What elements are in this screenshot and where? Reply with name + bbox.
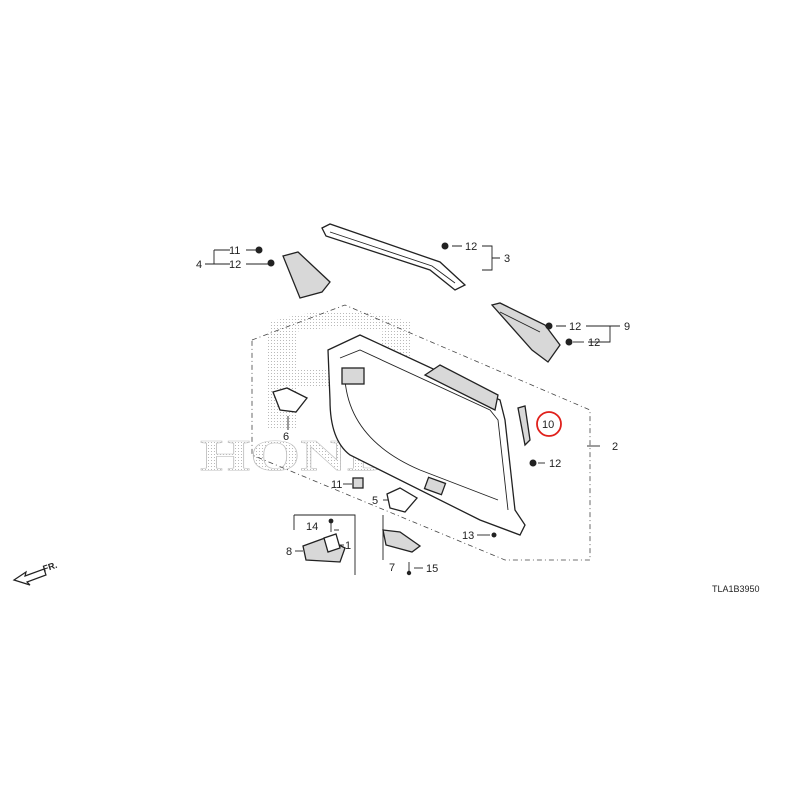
callout-12-d: 12	[569, 321, 581, 333]
callout-7: 7	[389, 562, 395, 574]
front-direction-marker: FR.	[12, 560, 59, 586]
callout-3: 3	[504, 253, 510, 265]
part-3-upper-garnish	[321, 223, 467, 291]
callout-12-f: 12	[549, 458, 561, 470]
callout-12-a: 11	[229, 245, 240, 257]
assembly-boundary	[251, 304, 591, 561]
front-marker-label: FR.	[42, 560, 59, 574]
part-9-side-trim-right	[490, 302, 561, 363]
callout-14: 14	[306, 521, 318, 533]
part-4-side-trim-left	[282, 251, 331, 299]
front-arrow-icon	[12, 568, 47, 586]
callout-15: 15	[426, 563, 438, 575]
callout-12-e: 12	[588, 337, 600, 349]
callout-9: 9	[624, 321, 630, 333]
diagram-code: TLA1B3950	[712, 584, 760, 594]
part-2-upper-bulge	[423, 364, 499, 411]
part-10-trim-strip	[517, 405, 531, 447]
callout-11: 11	[331, 479, 342, 491]
callout-6: 6	[283, 431, 289, 443]
callout-13: 13	[462, 530, 474, 542]
callout-2: 2	[612, 441, 618, 453]
callout-8: 8	[286, 546, 292, 558]
part-1-handle	[323, 533, 341, 553]
callout-12-c: 12	[465, 241, 477, 253]
callout-4: 4	[196, 259, 202, 271]
part-5-cover	[386, 487, 418, 513]
part-2-window-recess	[341, 367, 365, 385]
highlight-ring-part-10	[536, 411, 562, 437]
leader-lines	[205, 245, 620, 575]
fastener-clips	[255, 242, 573, 538]
callout-10: 10	[542, 419, 554, 431]
part-7-bracket	[382, 529, 422, 553]
part-2-tailgate-lining	[327, 334, 526, 536]
part-2-handle-recess	[423, 476, 447, 496]
callout-1: 1	[345, 540, 351, 552]
part-11-clip	[352, 477, 364, 489]
callout-12-b: 12	[229, 259, 241, 271]
part-6-cover	[272, 387, 309, 413]
callout-5: 5	[372, 495, 378, 507]
